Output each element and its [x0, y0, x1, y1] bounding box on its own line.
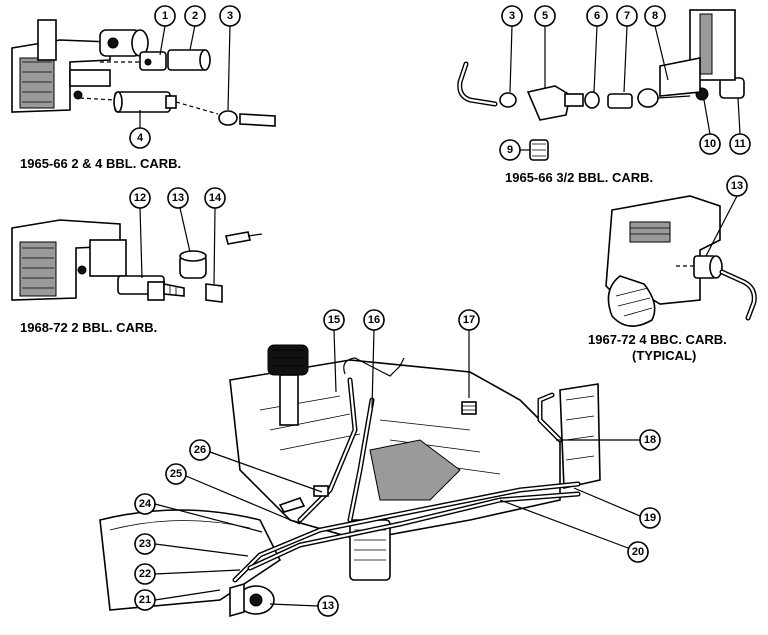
svg-text:7: 7 — [624, 10, 630, 22]
callout-23: 23 — [134, 533, 156, 555]
svg-text:13: 13 — [731, 180, 743, 192]
caption-1967-72-4-bbc: 1967-72 4 BBC. CARB. — [588, 332, 727, 347]
svg-text:21: 21 — [139, 594, 151, 606]
svg-text:18: 18 — [644, 434, 656, 446]
svg-text:10: 10 — [704, 138, 716, 150]
callout-7: 7 — [616, 5, 638, 27]
callout-25: 25 — [165, 463, 187, 485]
callout-13-b: 13 — [726, 175, 748, 197]
callout-14: 14 — [204, 187, 226, 209]
carburetor-body-illustration — [11, 19, 149, 113]
callout-3: 3 — [219, 5, 241, 27]
callout-21: 21 — [134, 589, 156, 611]
callout-24: 24 — [134, 493, 156, 515]
panel-1967-72-4-bbc: 13 1967-72 4 BBC. CARB. (TYPICAL) — [588, 175, 757, 363]
callout-1: 1 — [154, 5, 176, 27]
fuel-line-hose-illustration — [457, 9, 745, 161]
callout-5: 5 — [534, 5, 556, 27]
callout-19: 19 — [639, 507, 661, 529]
callout-6: 6 — [586, 5, 608, 27]
callout-10: 10 — [699, 133, 721, 155]
callout-8: 8 — [644, 5, 666, 27]
caption-1965-66-2-4-bbl: 1965-66 2 & 4 BBL. CARB. — [20, 156, 181, 171]
svg-text:1: 1 — [162, 10, 168, 22]
svg-text:13: 13 — [172, 192, 184, 204]
svg-text:13: 13 — [322, 600, 334, 612]
svg-text:5: 5 — [542, 10, 548, 22]
svg-text:8: 8 — [652, 10, 658, 22]
callout-13: 13 — [167, 187, 189, 209]
svg-text:16: 16 — [368, 314, 380, 326]
callout-15: 15 — [323, 309, 345, 331]
svg-text:14: 14 — [209, 192, 222, 204]
callout-17: 17 — [458, 309, 480, 331]
svg-text:26: 26 — [194, 444, 206, 456]
svg-text:4: 4 — [137, 132, 144, 144]
svg-text:3: 3 — [227, 10, 233, 22]
callout-22: 22 — [134, 563, 156, 585]
fuel-filter-housing-upper — [100, 49, 211, 71]
fuel-filter-housing-lower — [79, 91, 276, 127]
callout-2: 2 — [184, 5, 206, 27]
callout-3-b: 3 — [501, 5, 523, 27]
callout-11: 11 — [729, 133, 751, 155]
panel-1968-72-2-bbl: 12 13 14 1968-72 2 BBL. CARB. — [11, 187, 263, 335]
svg-text:24: 24 — [139, 498, 152, 510]
callout-26: 26 — [189, 439, 211, 461]
engine-overview: 15 16 17 18 19 20 26 25 — [99, 309, 661, 618]
svg-text:23: 23 — [139, 538, 151, 550]
panel-1965-66-3-2-bbl: 3 5 6 7 8 9 10 11 1965-66 3/2 — [457, 5, 751, 185]
svg-text:22: 22 — [139, 568, 151, 580]
callout-18: 18 — [639, 429, 661, 451]
callout-4: 4 — [129, 127, 151, 149]
svg-text:25: 25 — [170, 468, 182, 480]
callout-9: 9 — [499, 139, 521, 161]
svg-text:17: 17 — [463, 314, 475, 326]
callout-13-c: 13 — [317, 595, 339, 617]
svg-text:12: 12 — [134, 192, 146, 204]
svg-text:3: 3 — [509, 10, 515, 22]
caption-1968-72-2-bbl: 1968-72 2 BBL. CARB. — [20, 320, 157, 335]
callout-20: 20 — [627, 541, 649, 563]
svg-text:2: 2 — [192, 10, 198, 22]
callout-16: 16 — [363, 309, 385, 331]
carburetor-4bbl-illustration — [605, 195, 757, 327]
panel-1965-66-2-4-bbl: 1 2 3 4 1965-66 2 & 4 BBL. CARB. — [11, 5, 276, 171]
carburetor-2bbl-illustration — [11, 219, 263, 303]
caption-typical: (TYPICAL) — [632, 348, 696, 363]
svg-text:6: 6 — [594, 10, 600, 22]
svg-text:19: 19 — [644, 512, 656, 524]
svg-text:15: 15 — [328, 314, 340, 326]
svg-text:11: 11 — [734, 138, 746, 150]
svg-text:20: 20 — [632, 546, 644, 558]
callout-12: 12 — [129, 187, 151, 209]
caption-1965-66-3-2-bbl: 1965-66 3/2 BBL. CARB. — [505, 170, 653, 185]
svg-text:9: 9 — [507, 144, 513, 156]
engine-block-illustration — [99, 344, 601, 618]
